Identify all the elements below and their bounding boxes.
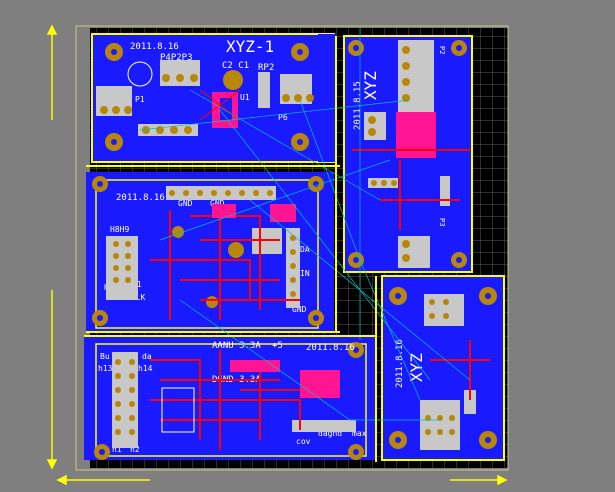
ref-label: h2 [130,445,140,454]
net-label: DA [300,245,310,254]
board-top-right[interactable]: 2011.8.15 XYZ P2 P3 [343,35,473,273]
board-extents [75,25,509,471]
board-title: XYZ-1 [226,37,274,56]
ref-label: U1 [240,93,250,102]
ref-label: P2 [438,46,446,54]
ref-label: h1 [112,445,122,454]
net-label: GND [178,199,193,208]
board-top-left[interactable]: 2011.8.16 XYZ-1 P4P2P3 C2 C1 RP2 U1 P1 P… [91,33,336,163]
net-label: GND [292,305,307,314]
date-label: 2011.8.16 [395,339,405,388]
ref-label: Bu [100,352,110,361]
ratsnest [139,28,471,421]
board-title: XYZ [407,353,426,382]
ref-label: C2 C1 [222,61,249,71]
net-label: GND [210,199,225,208]
net-label: da [142,352,152,361]
net-label: IN [300,269,310,278]
ref-label: RP2 [258,63,274,73]
ref-label: P6 [278,113,288,122]
dimension-lines [46,24,508,486]
ref-label: P1 [135,95,145,104]
ref-label: P4P2P3 [160,53,193,63]
net-label: cov [296,437,311,446]
date-label: 2011.8.16 [306,343,355,353]
ref-label: h13 [98,364,113,373]
board-outlines [84,36,377,462]
board-middle-left[interactable]: 2011.8.16 GND GND H8H9 DA IN HD H1 SCLK … [86,172,340,333]
net-label: AANU 3.3A [212,341,261,351]
net-label: max [352,429,367,438]
net-label: +5 [272,341,283,351]
date-label: 2011.8.16 [116,193,165,203]
ref-label: h14 [138,364,153,373]
date-label: 2011.8.16 [130,42,179,52]
ref-label: H8H9 [110,225,129,234]
board-title: XYZ [361,71,380,100]
ref-label: P3 [438,218,446,226]
net-label: dagnd [318,429,342,438]
board-bottom-right[interactable]: 2011.8.16 XYZ [381,275,505,461]
board-bottom-left[interactable]: AANU 3.3A +5 2011.8.16 Bu da h13 h14 DGN… [84,336,376,460]
